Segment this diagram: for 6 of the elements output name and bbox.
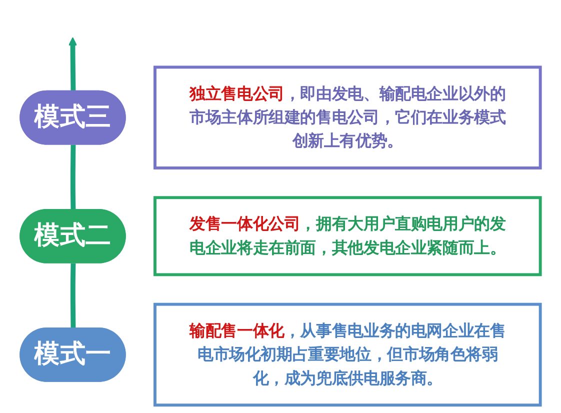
connector-line <box>70 144 76 210</box>
connector-line <box>70 263 76 329</box>
description-box: 独立售电公司，即由发电、输配电企业以外的市场主体所组建的售电公司，它们在业务模式创新上有优势。 <box>154 66 542 170</box>
description-box: 输配售一体化，从事售电业务的电网企业在售电市场化初期占重要地位，但市场角色将弱化，成为兜底供电服务商。 <box>154 302 542 407</box>
arrow <box>68 37 78 92</box>
description-box: 发售一体化公司，拥有大用户直购电用户的发电企业将走在前面，其他发电企业紧随而上。 <box>154 196 542 276</box>
